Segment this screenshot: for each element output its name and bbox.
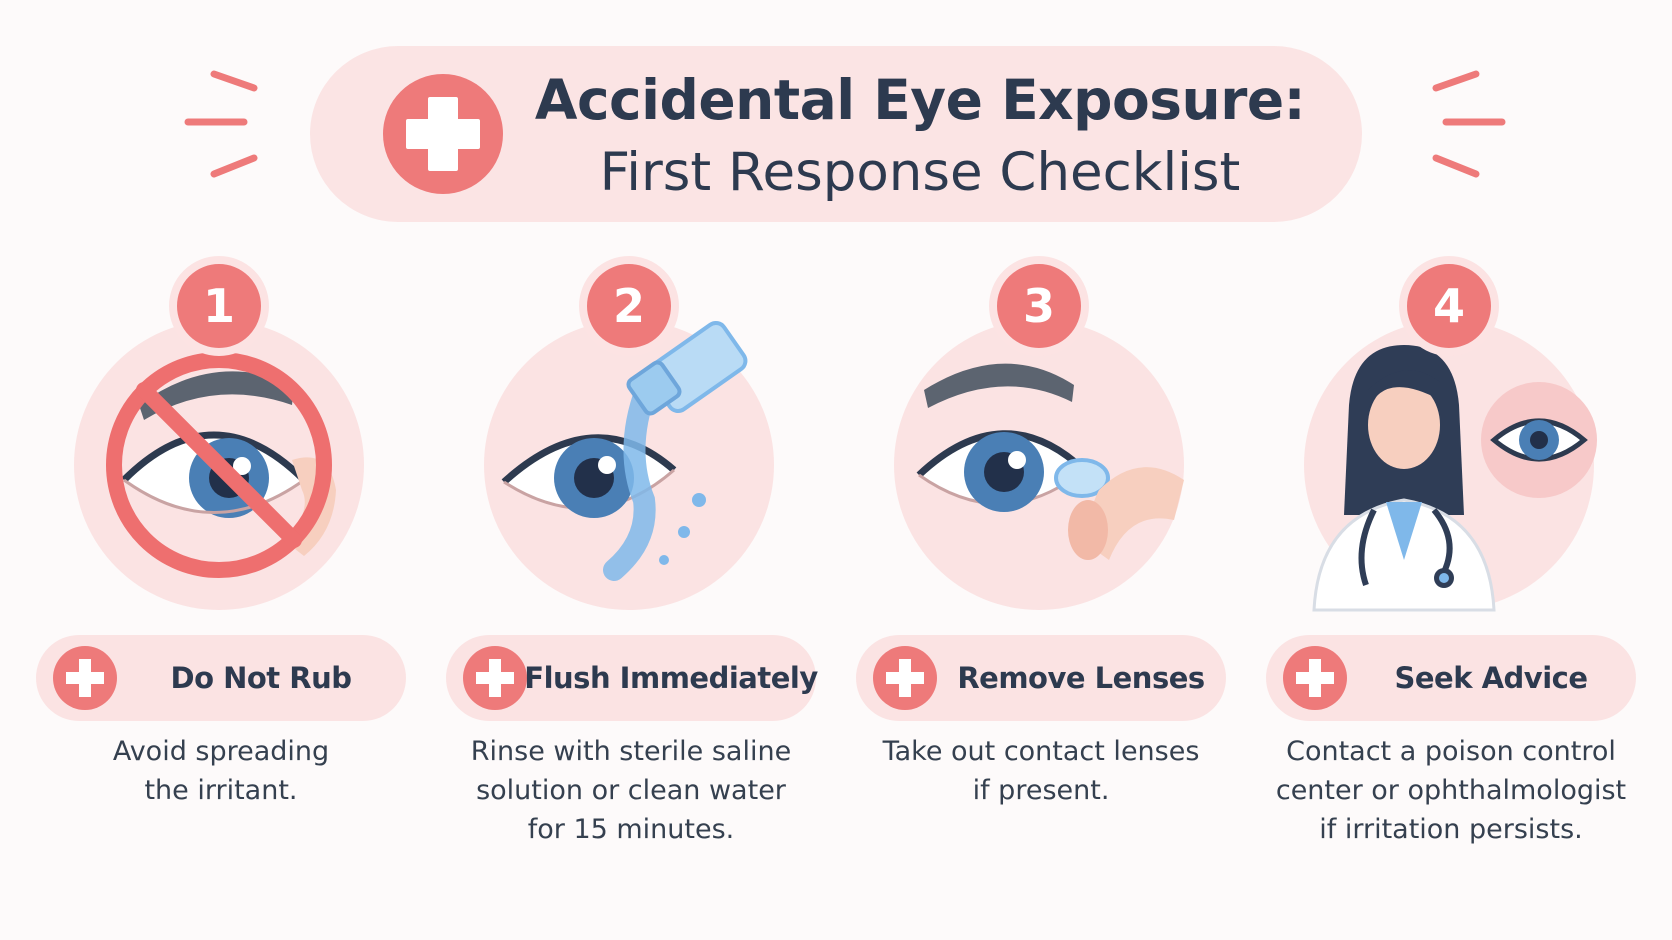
- step-label: Flush Immediately: [524, 661, 818, 695]
- step-number-1: 1: [169, 256, 269, 356]
- description-line: solution or clean water: [476, 775, 786, 806]
- step-label-pill-4: Seek Advice: [1266, 635, 1636, 721]
- step-number-2: 2: [579, 256, 679, 356]
- medical-cross-icon: [873, 646, 937, 710]
- step-label-pill-3: Remove Lenses: [856, 635, 1226, 721]
- step-number-4: 4: [1399, 256, 1499, 356]
- title-banner: Accidental Eye Exposure: First Response …: [310, 46, 1362, 222]
- description-line: for 15 minutes.: [527, 814, 735, 845]
- step-card-4: 4 Seek Advice Contact a poison control c…: [1266, 250, 1646, 870]
- step-label-pill-1: Do Not Rub: [36, 635, 406, 721]
- description-line: Contact a poison control: [1286, 736, 1616, 767]
- step-label: Seek Advice: [1394, 661, 1588, 695]
- contact-lens-removal-icon: [894, 320, 1184, 610]
- description-line: Take out contact lenses: [882, 736, 1200, 767]
- step-card-1: 1 Do Not Rub Avoid spreading the irritan…: [36, 250, 416, 870]
- step-description-1: Avoid spreading the irritant.: [36, 732, 406, 810]
- description-line: if present.: [972, 775, 1110, 806]
- step-number-3: 3: [989, 256, 1089, 356]
- description-line: Avoid spreading: [112, 736, 330, 767]
- page-title: Accidental Eye Exposure:: [534, 68, 1306, 132]
- step-card-3: 3 Remove Lenses Take out contact lenses …: [856, 250, 1236, 870]
- decorative-rays-left-icon: [184, 70, 258, 178]
- doctor-icon: [1304, 320, 1597, 612]
- step-label-pill-2: Flush Immediately: [446, 635, 818, 721]
- description-line: the irritant.: [144, 775, 298, 806]
- medical-cross-icon: [463, 646, 527, 710]
- description-line: center or ophthalmologist: [1275, 775, 1627, 806]
- medical-cross-icon: [1283, 646, 1347, 710]
- decorative-rays-right-icon: [1432, 70, 1506, 178]
- step-label: Remove Lenses: [957, 661, 1205, 695]
- medical-cross-icon: [53, 646, 117, 710]
- page-subtitle: First Response Checklist: [599, 142, 1241, 203]
- step-card-2: 2 Flush Immediately Rinse with sterile s…: [446, 250, 826, 870]
- description-line: if irritation persists.: [1319, 814, 1583, 845]
- step-description-2: Rinse with sterile saline solution or cl…: [446, 732, 816, 849]
- medical-cross-icon: [383, 74, 503, 194]
- eye-rinse-bottle-icon: [484, 320, 774, 610]
- step-label: Do Not Rub: [170, 661, 352, 695]
- step-description-4: Contact a poison control center or ophth…: [1266, 732, 1636, 849]
- no-rubbing-eye-icon: [74, 320, 364, 610]
- description-line: Rinse with sterile saline: [470, 736, 792, 767]
- step-description-3: Take out contact lenses if present.: [856, 732, 1226, 810]
